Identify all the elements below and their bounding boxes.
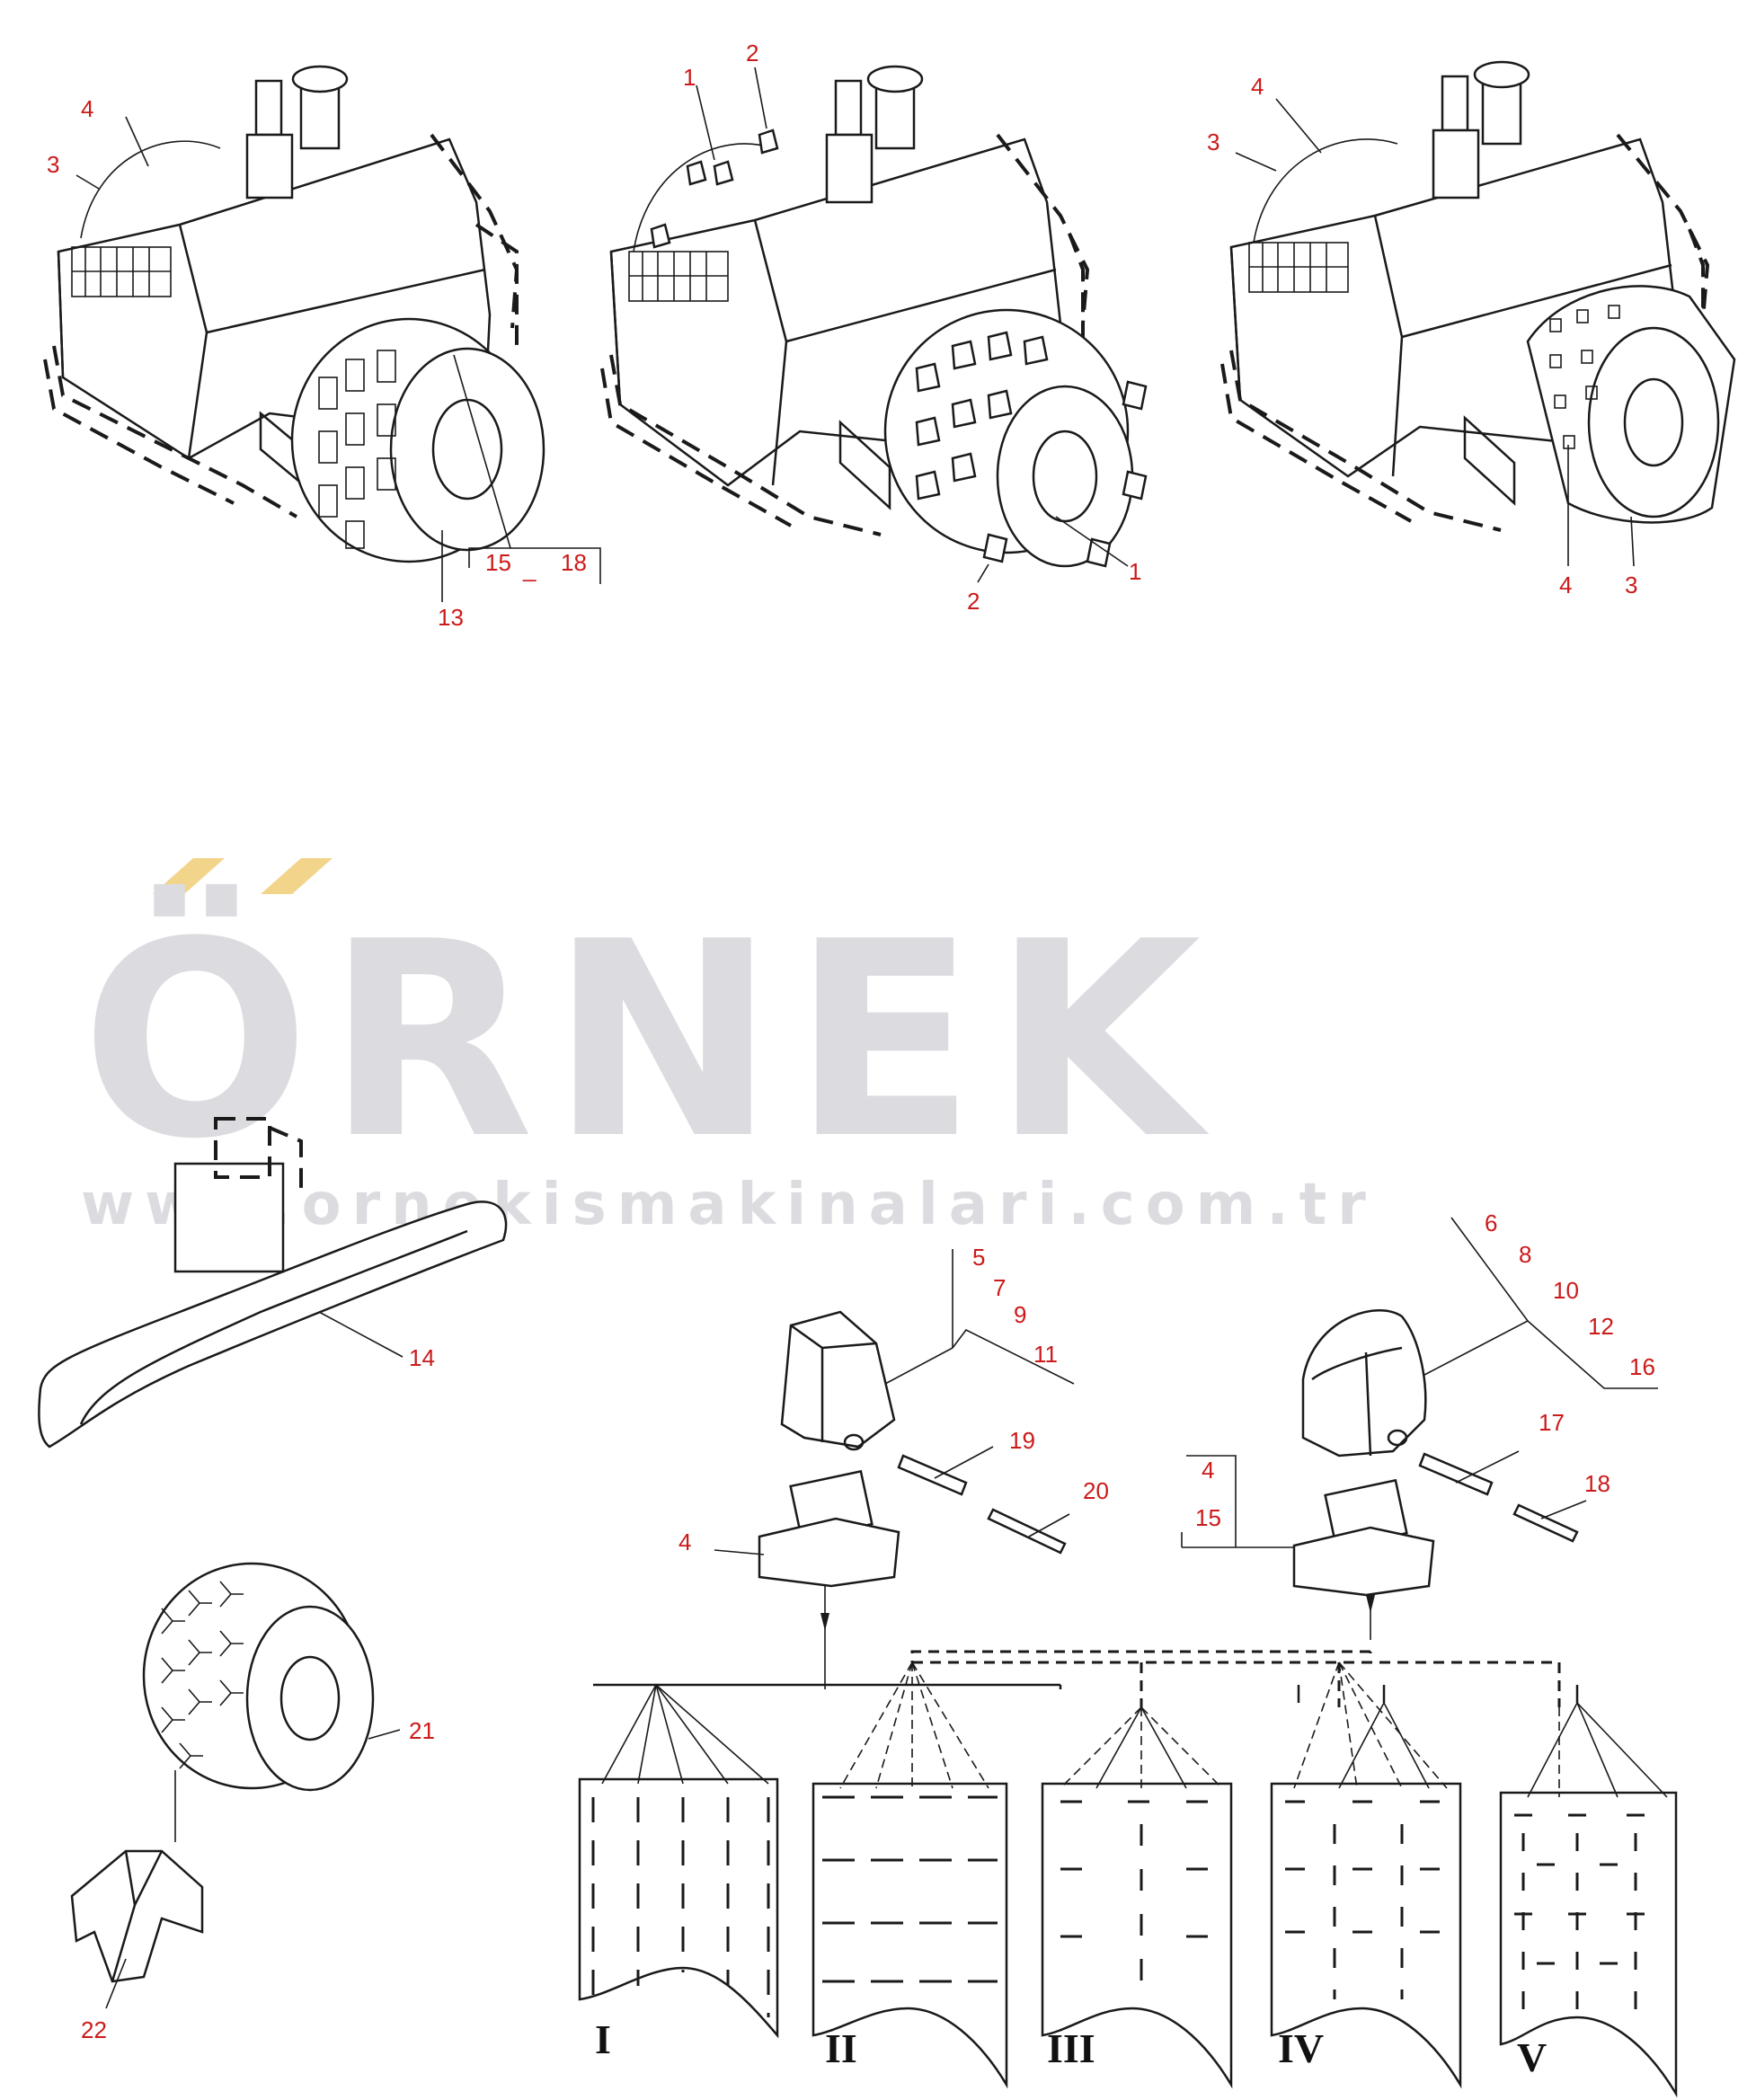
callout-t2-17: 17 (1539, 1409, 1565, 1436)
pattern-panel-4 (1270, 1661, 1462, 2089)
callout-m3-3-bottom: 3 (1625, 572, 1637, 598)
callout-t2-10: 10 (1553, 1277, 1579, 1304)
callout-t1-19: 19 (1009, 1427, 1035, 1454)
pattern-panels (578, 1661, 1678, 2098)
callout-t2-16: 16 (1629, 1353, 1655, 1380)
callout-m2-2-bottom: 2 (967, 588, 980, 615)
pattern-label-5: V (1517, 2034, 1547, 2080)
callout-14: 14 (409, 1344, 435, 1371)
callout-m1-13: 13 (438, 604, 464, 631)
callout-t1-5: 5 (972, 1244, 985, 1271)
pattern-panel-5 (1499, 1702, 1678, 2098)
tooth-assembly-1 (714, 1249, 1075, 1689)
callout-m3-4-bottom: 4 (1559, 572, 1572, 598)
callout-m3-3-top: 3 (1207, 128, 1219, 155)
machine-1-pad-foot-wheel (43, 65, 601, 602)
callout-m1-4: 4 (81, 95, 93, 122)
pattern-label-4: IV (1278, 2025, 1324, 2071)
callout-t2-12: 12 (1588, 1313, 1614, 1340)
callout-t1-9: 9 (1014, 1301, 1026, 1328)
callout-t2-6: 6 (1485, 1209, 1497, 1236)
watermark-brand: ÖRNEK (81, 882, 1218, 1198)
machine-3-smooth-drum (1220, 60, 1736, 567)
callout-m1-dash: _ (522, 555, 537, 582)
callout-t2-4: 4 (1202, 1457, 1214, 1484)
part-14-scraper-bar (38, 1117, 508, 1449)
callout-m2-2-top: 2 (746, 40, 758, 66)
callout-t2-15: 15 (1195, 1504, 1221, 1531)
watermark-umlaut-left (153, 858, 225, 894)
callout-t2-8: 8 (1519, 1241, 1531, 1268)
callout-m1-18: 18 (561, 549, 587, 576)
pattern-distribution-lines (593, 1650, 1579, 1707)
callout-m2-1-top: 1 (683, 64, 696, 91)
callout-t1-20: 20 (1083, 1477, 1109, 1504)
machine-2-tamping-foot-wheel (600, 65, 1148, 583)
callout-m1-3: 3 (47, 151, 59, 178)
tooth-assembly-2 (1181, 1217, 1658, 1640)
callout-m1-15: 15 (485, 549, 511, 576)
pattern-label-3: III (1047, 2025, 1095, 2071)
pattern-label-1: I (595, 2016, 611, 2062)
watermark-umlaut-right (261, 858, 333, 894)
callout-t1-7: 7 (993, 1274, 1006, 1301)
callout-22: 22 (81, 2016, 107, 2043)
callout-21: 21 (409, 1717, 435, 1744)
callout-t2-18: 18 (1584, 1470, 1610, 1497)
part-21-padfoot-wheel (142, 1562, 401, 1842)
callout-m2-1-bottom: 1 (1129, 558, 1141, 585)
pattern-panel-2 (811, 1661, 1008, 2089)
pattern-panel-1 (578, 1684, 779, 2039)
callout-m3-4-top: 4 (1251, 73, 1264, 100)
callout-t1-4: 4 (678, 1528, 691, 1555)
pattern-panel-3 (1041, 1706, 1233, 2089)
pattern-label-2: II (825, 2025, 857, 2071)
callout-t1-11: 11 (1033, 1341, 1058, 1368)
watermark: ÖRNEK www.ornekismakinalari.com.tr (81, 858, 1377, 1238)
part-22-pad-tip (70, 1849, 204, 2009)
watermark-url: www.ornekismakinalari.com.tr (81, 1172, 1377, 1238)
